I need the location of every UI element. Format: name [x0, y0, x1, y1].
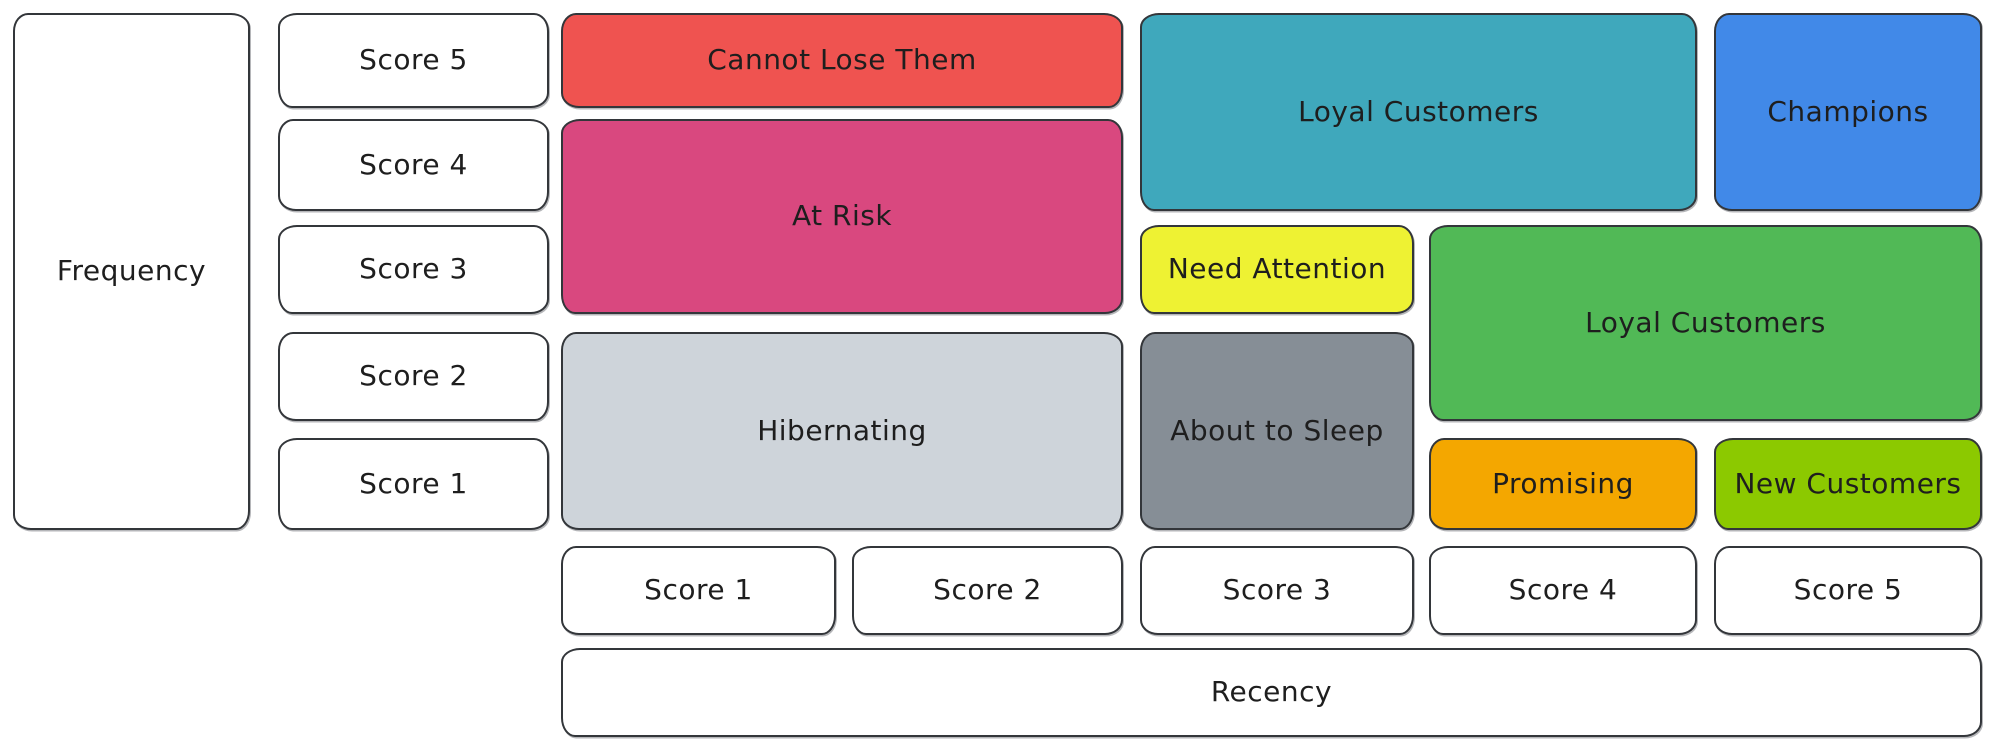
frequency-axis-label: Frequency	[56, 254, 207, 288]
rfm-grid: Frequency Score 5 Score 4 Score 3 Score …	[13, 13, 1982, 737]
recency-score-1-label: Score 1	[644, 573, 753, 607]
frequency-score-2-box: Score 2	[278, 332, 549, 421]
segment-hibernating-label: Hibernating	[757, 413, 927, 447]
segment-promising-label: Promising	[1492, 466, 1634, 500]
segment-about-to-sleep: About to Sleep	[1140, 332, 1414, 530]
recency-axis-label-box: Recency	[561, 648, 1982, 737]
recency-score-2-label: Score 2	[933, 573, 1042, 607]
frequency-score-5-box: Score 5	[278, 13, 549, 108]
recency-score-5-label: Score 5	[1793, 573, 1903, 607]
frequency-score-3-label: Score 3	[359, 252, 468, 286]
frequency-score-1-label: Score 1	[359, 466, 468, 500]
frequency-score-4-box: Score 4	[278, 119, 549, 211]
segment-need-attention: Need Attention	[1140, 225, 1414, 314]
recency-score-1-box: Score 1	[561, 546, 836, 635]
segment-loyal-customers-top-label: Loyal Customers	[1298, 94, 1539, 128]
segment-cannot-lose-them: Cannot Lose Them	[561, 13, 1123, 108]
recency-score-2-box: Score 2	[852, 546, 1123, 635]
recency-axis-label: Recency	[1210, 675, 1333, 709]
segment-new-customers-label: New Customers	[1734, 466, 1962, 500]
recency-score-3-label: Score 3	[1222, 573, 1332, 607]
segment-hibernating: Hibernating	[561, 332, 1123, 530]
segment-loyal-customers-right-label: Loyal Customers	[1585, 305, 1826, 339]
segment-loyal-customers-top: Loyal Customers	[1140, 13, 1697, 211]
frequency-score-1-box: Score 1	[278, 438, 549, 530]
frequency-score-4-label: Score 4	[359, 147, 468, 181]
frequency-axis-label-box: Frequency	[13, 13, 250, 530]
segment-cannot-lose-them-label: Cannot Lose Them	[707, 43, 977, 77]
segment-promising: Promising	[1429, 438, 1697, 530]
segment-champions: Champions	[1714, 13, 1982, 211]
segment-champions-label: Champions	[1767, 94, 1929, 128]
frequency-score-5-label: Score 5	[359, 43, 468, 77]
frequency-score-2-label: Score 2	[359, 359, 468, 393]
recency-score-5-box: Score 5	[1714, 546, 1982, 635]
segment-at-risk: At Risk	[561, 119, 1123, 314]
recency-score-4-label: Score 4	[1508, 573, 1618, 607]
segment-need-attention-label: Need Attention	[1167, 252, 1387, 286]
segment-loyal-customers-right: Loyal Customers	[1429, 225, 1982, 421]
segment-about-to-sleep-label: About to Sleep	[1170, 413, 1384, 447]
segment-at-risk-label: At Risk	[791, 199, 893, 233]
frequency-score-3-box: Score 3	[278, 225, 549, 314]
recency-score-4-box: Score 4	[1429, 546, 1697, 635]
recency-score-3-box: Score 3	[1140, 546, 1414, 635]
segment-new-customers: New Customers	[1714, 438, 1982, 530]
